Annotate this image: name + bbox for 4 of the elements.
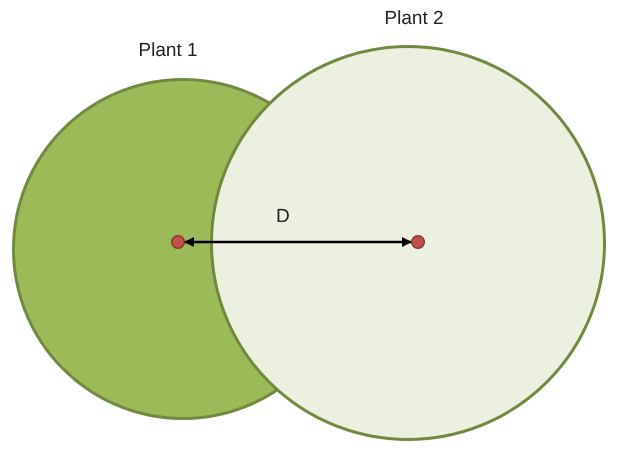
- double-arrow: [184, 237, 412, 247]
- plant-label: Plant 2: [383, 8, 445, 30]
- edge-label: D: [276, 206, 290, 228]
- plant-label: Plant 1: [137, 40, 199, 62]
